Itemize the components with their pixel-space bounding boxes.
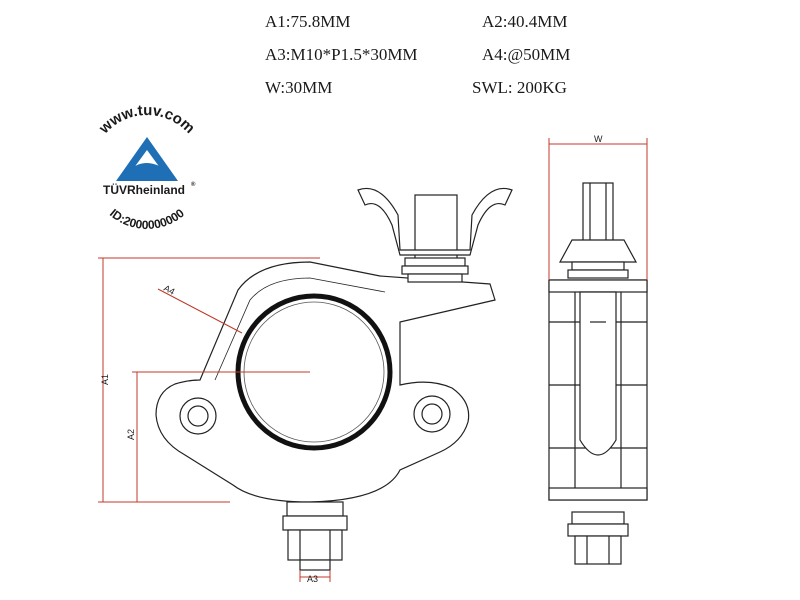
dim-label-a2: A2 [126, 429, 136, 440]
spec-a3: A3:M10*P1.5*30MM [265, 45, 418, 64]
logo-registered: ® [191, 181, 196, 188]
dim-label-a4: A4 [162, 283, 176, 297]
spec-w: W:30MM [265, 78, 333, 97]
side-dimensions [548, 138, 648, 280]
spec-a2: A2:40.4MM [482, 12, 568, 31]
spec-a1: A1:75.8MM [265, 12, 351, 31]
logo-url-text: www.tuv.com [95, 102, 198, 138]
wing-nut [357, 187, 513, 283]
clamp-front-view [155, 187, 513, 571]
logo-id-text: ID:2000000000 [107, 206, 187, 232]
tuv-triangle-icon [116, 137, 178, 181]
clamp-side-view [548, 182, 648, 565]
dim-label-a3: A3 [307, 574, 318, 584]
tuv-logo: www.tuv.com TÜVRheinland ® ID:2000000000 [95, 102, 198, 232]
front-dimensions [98, 257, 331, 582]
dim-label-a1: A1 [100, 374, 110, 385]
bottom-bolt [282, 501, 348, 571]
spec-swl: SWL: 200KG [472, 78, 567, 97]
logo-brand: TÜVRheinland [103, 182, 185, 197]
dim-label-w: W [594, 134, 603, 144]
spec-a4: A4:@50MM [482, 45, 571, 64]
